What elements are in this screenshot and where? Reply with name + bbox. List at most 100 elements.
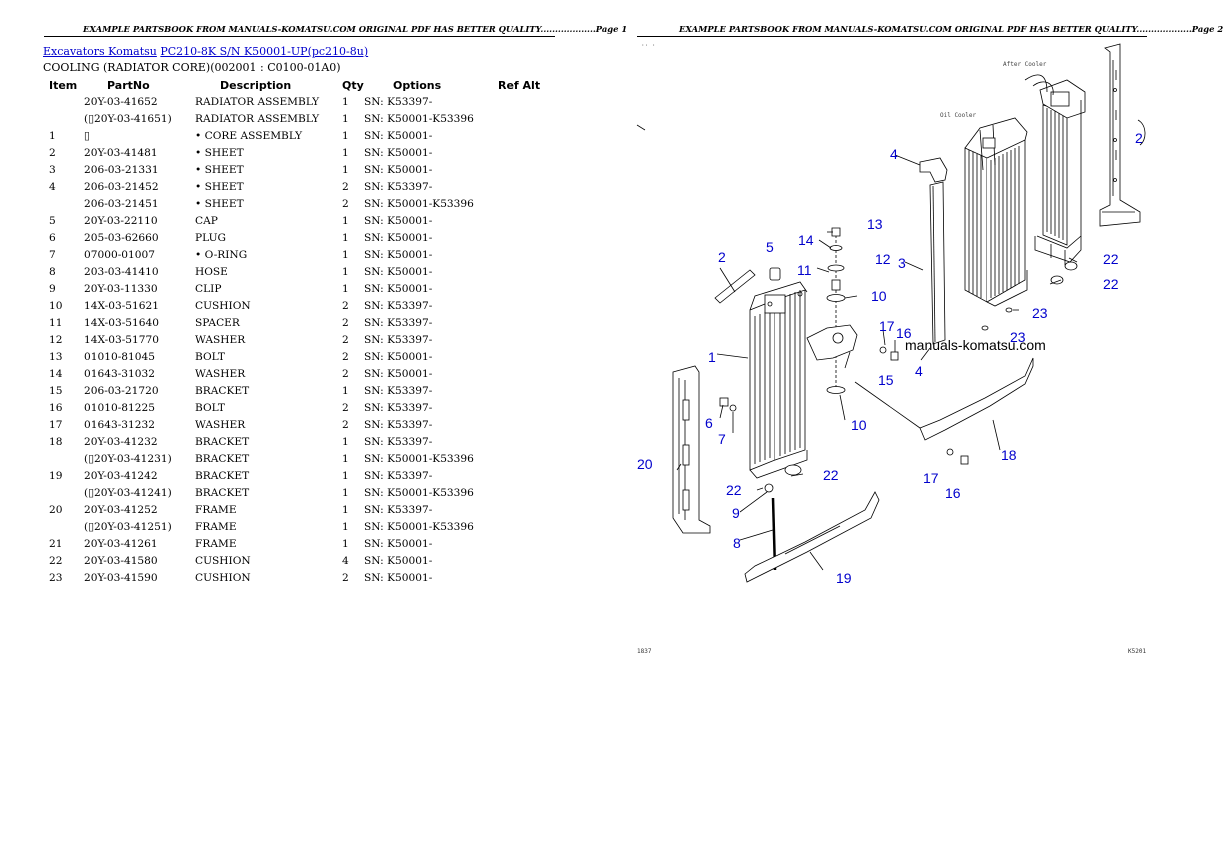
cell-description: RADIATOR ASSEMBLY <box>195 95 320 108</box>
callout-18: 18 <box>1001 447 1017 463</box>
frame-right <box>1099 43 1146 227</box>
callout-22b: 22 <box>726 482 742 498</box>
callout-8: 8 <box>733 535 741 551</box>
cell-description: HOSE <box>195 265 228 278</box>
table-header-row: Item PartNo Description Qty Options Ref … <box>43 77 558 93</box>
cell-ref-alt <box>498 144 558 161</box>
cell-ref-alt <box>498 280 558 297</box>
header-divider <box>44 36 555 37</box>
cell-item: 20 <box>49 503 63 516</box>
cell-options: SN: K53397- <box>364 333 433 346</box>
cell-description: BRACKET <box>195 469 250 482</box>
cell-item: 18 <box>49 435 63 448</box>
parts-table: Item PartNo Description Qty Options Ref … <box>43 77 558 586</box>
cell-partno: (▯20Y-03-41231) <box>84 452 172 465</box>
cell-partno: 206-03-21451 <box>84 197 159 210</box>
callout-17b: 17 <box>923 470 939 486</box>
cell-qty: 1 <box>342 469 349 482</box>
callout-23b: 23 <box>1010 329 1026 345</box>
oring-7 <box>729 404 737 412</box>
watermark: manuals-komatsu.com <box>905 337 1046 353</box>
breadcrumb-link-model[interactable]: PC210-8K S/N K50001-UP(pc210-8u) <box>160 45 369 58</box>
cell-partno: 206-03-21720 <box>84 384 159 397</box>
cell-options: SN: K50001-K53396 <box>364 520 474 533</box>
cell-partno: 20Y-03-22110 <box>84 214 158 227</box>
callout-14: 14 <box>798 232 814 248</box>
footer-left-code: 1837 <box>637 648 652 655</box>
header-divider <box>637 36 1147 37</box>
cell-item <box>43 110 84 127</box>
callout-11: 11 <box>797 262 812 278</box>
cell-item: 6 <box>49 231 56 244</box>
cell-partno: 20Y-03-11330 <box>84 282 158 295</box>
cushion-23 <box>1005 307 1013 313</box>
cushion-22b <box>1064 261 1078 271</box>
cell-ref-alt <box>498 314 558 331</box>
callout-6: 6 <box>705 415 713 431</box>
cell-item: 19 <box>49 469 63 482</box>
cell-ref-alt <box>498 178 558 195</box>
column-header-options: Options <box>393 78 442 92</box>
cell-item <box>43 518 84 535</box>
cell-qty: 1 <box>342 520 349 533</box>
cell-qty: 2 <box>342 333 349 346</box>
cell-item: 15 <box>49 384 63 397</box>
cell-ref-alt <box>498 127 558 144</box>
plug-6 <box>719 397 729 407</box>
cell-partno: 07000-01007 <box>84 248 155 261</box>
cell-description: BRACKET <box>195 384 250 397</box>
cell-qty: 1 <box>342 146 349 159</box>
cell-description: BRACKET <box>195 452 250 465</box>
cell-options: SN: K50001-K53396 <box>364 452 474 465</box>
cell-item: 1 <box>49 129 56 142</box>
cell-ref-alt <box>498 348 558 365</box>
cell-description: WASHER <box>195 418 246 431</box>
callout-2b: 2 <box>1135 130 1143 146</box>
cell-options: SN: K53397- <box>364 95 433 108</box>
cell-qty: 1 <box>342 486 349 499</box>
callout-2: 2 <box>718 249 726 265</box>
cell-ref-alt <box>498 416 558 433</box>
cell-ref-alt <box>498 433 558 450</box>
cell-description: WASHER <box>195 333 246 346</box>
callout-17: 17 <box>879 318 895 334</box>
callout-9: 9 <box>732 505 740 521</box>
cap-5 <box>769 267 781 281</box>
callout-13: 13 <box>867 216 883 232</box>
cell-ref-alt <box>498 110 558 127</box>
bracket-15 <box>806 324 858 361</box>
cell-options: SN: K53397- <box>364 469 433 482</box>
cell-options: SN: K50001- <box>364 163 433 176</box>
cell-options: SN: K50001- <box>364 146 433 159</box>
callout-22: 22 <box>823 467 839 483</box>
cell-options: SN: K53397- <box>364 401 433 414</box>
cell-description: FRAME <box>195 537 237 550</box>
breadcrumb-link-category[interactable]: Excavators Komatsu <box>43 45 157 58</box>
cell-item: 13 <box>49 350 63 363</box>
cell-qty: 1 <box>342 435 349 448</box>
callout-16b: 16 <box>945 485 961 501</box>
bolt-16b <box>890 351 899 361</box>
cell-ref-alt <box>498 331 558 348</box>
cell-partno: 01010-81045 <box>84 350 155 363</box>
callout-7: 7 <box>718 431 726 447</box>
cell-item: 3 <box>49 163 56 176</box>
cell-ref-alt <box>498 229 558 246</box>
cell-ref-alt <box>498 450 558 467</box>
cell-item: 4 <box>49 180 56 193</box>
cell-options: SN: K53397- <box>364 435 433 448</box>
after-cooler-label: After Cooler <box>1003 61 1047 68</box>
cushion-22 <box>784 464 802 476</box>
cell-ref-alt <box>498 518 558 535</box>
